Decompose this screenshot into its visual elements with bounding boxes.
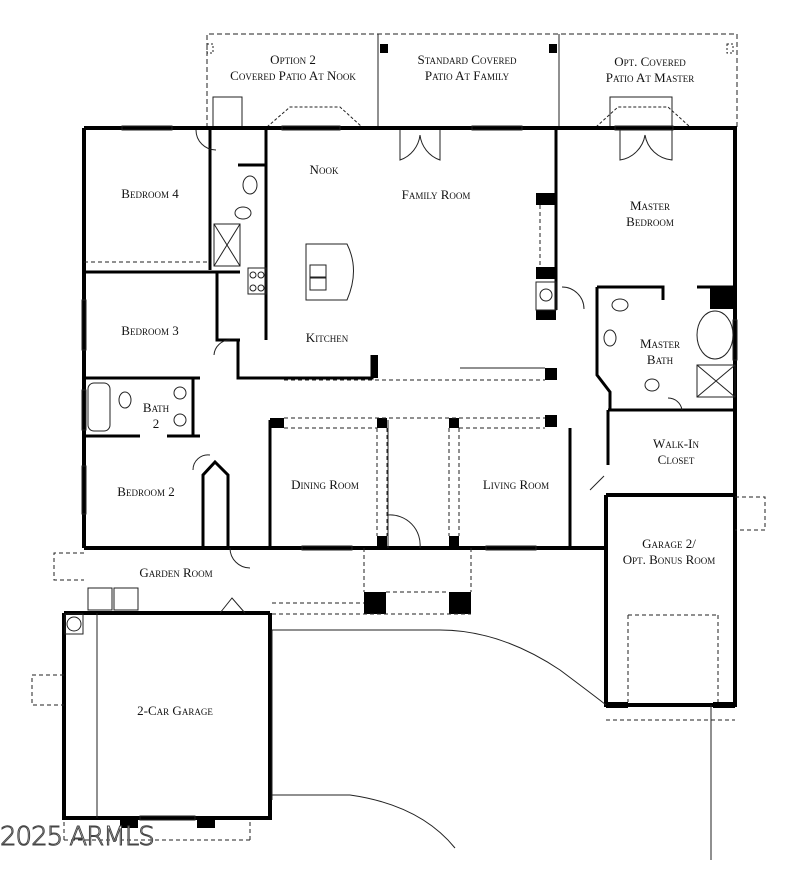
label-kitchen: Kitchen <box>305 330 349 345</box>
watermark: 2025 ARMLS <box>0 822 155 853</box>
label-patio-master: Opt. Covered Patio At Master <box>605 54 695 85</box>
label-patio-family: Standard Covered Patio At Family <box>417 52 517 83</box>
label-bedroom-3: Bedroom 3 <box>121 323 179 338</box>
label-patio-nook: Option 2 Covered Patio At Nook <box>230 52 356 83</box>
label-living-room: Living Room <box>482 477 550 492</box>
label-master-bedroom: Master Bedroom <box>626 198 674 229</box>
label-two-car-garage: 2-Car Garage <box>137 703 213 718</box>
label-bedroom-2: Bedroom 2 <box>117 484 175 499</box>
label-nook: Nook <box>309 162 339 177</box>
label-walk-in-closet: Walk-In Closet <box>653 436 699 467</box>
label-master-bath: Master Bath <box>639 336 681 367</box>
label-dining-room: Dining Room <box>291 477 359 492</box>
label-garden-room: Garden Room <box>139 565 213 580</box>
label-bedroom-4: Bedroom 4 <box>121 186 179 201</box>
exterior-wall <box>84 126 737 287</box>
label-bath-2: Bath 2 <box>142 400 170 431</box>
label-garage-2: Garage 2/ Opt. Bonus Room <box>622 536 716 567</box>
label-family-room: Family Room <box>401 187 471 202</box>
